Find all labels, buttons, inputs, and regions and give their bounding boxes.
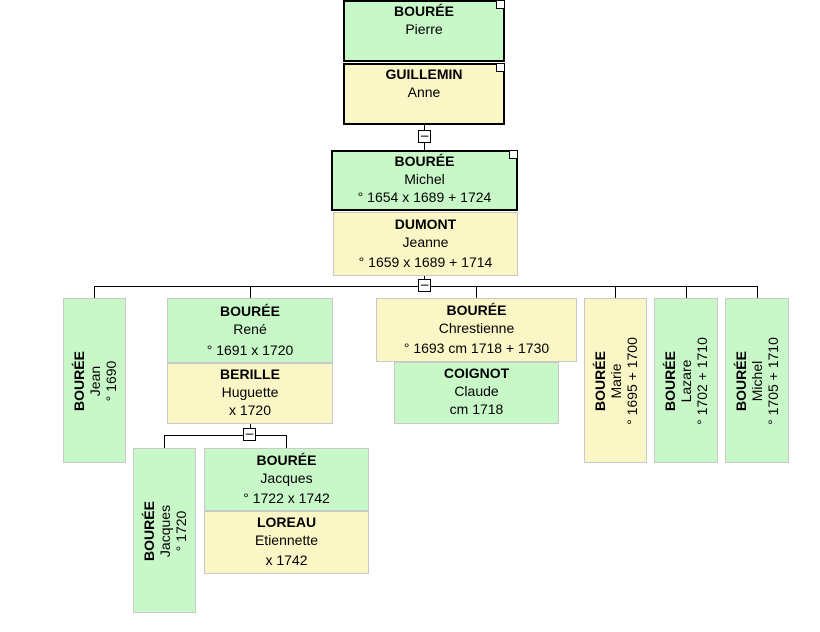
surname: BOURÉE [733,350,749,411]
given-name: Anne [407,84,441,100]
given-name: Chrestienne [438,320,515,336]
connector-line [250,286,251,298]
collapse-toggle-icon[interactable]: − [418,278,431,292]
person-box-rene-bouree[interactable]: BOURÉE René ° 1691 x 1720 [167,298,333,363]
person-box-lazare-bouree[interactable]: BOURÉE Lazare ° 1702 + 1710 [654,298,718,463]
person-box-chrestienne-bouree[interactable]: BOURÉE Chrestienne ° 1693 cm 1718 + 1730 [376,298,577,362]
life-dates: x 1742 [265,552,308,568]
given-name: Claude [454,383,499,399]
life-dates: ° 1691 x 1720 [206,342,294,358]
given-name: Jacques [260,470,313,486]
person-box-claude-coignot[interactable]: COIGNOT Claude cm 1718 [394,362,559,424]
given-name: Jacques [156,504,173,557]
connector-line [686,286,687,298]
connector-line [615,286,616,298]
given-name: Jeanne [402,234,449,250]
person-box-etiennette-loreau[interactable]: LOREAU Etiennette x 1742 [204,511,369,574]
person-box-huguette-berille[interactable]: BERILLE Huguette x 1720 [167,363,333,424]
given-name: René [233,321,267,337]
given-name: Michel [404,171,445,187]
surname: BOURÉE [394,153,455,169]
life-dates: ° 1693 cm 1718 + 1730 [403,340,550,356]
person-box-jean-bouree[interactable]: BOURÉE Jean ° 1690 [63,298,126,463]
life-dates: x 1720 [228,402,272,418]
connector-line [476,286,477,298]
surname: LOREAU [256,514,317,530]
surname: BOURÉE [446,302,507,318]
connector-line [286,435,287,448]
given-name: Huguette [221,384,279,400]
surname: BOURÉE [394,3,454,19]
person-box-anne-guillemin[interactable]: GUILLEMIN Anne [343,63,505,125]
connector-line [94,286,95,298]
connector-line [757,286,758,298]
person-box-michel-bouree[interactable]: BOURÉE Michel ° 1654 x 1689 + 1724 [331,150,518,211]
life-dates: cm 1718 [449,401,504,417]
person-box-jacques-bouree-1722[interactable]: BOURÉE Jacques ° 1722 x 1742 [204,448,369,511]
surname: BOURÉE [220,303,280,319]
surname: BERILLE [220,366,280,382]
life-dates: ° 1705 + 1710 [765,336,781,425]
life-dates: ° 1695 + 1700 [623,336,640,425]
surname: BOURÉE [591,350,608,411]
corner-marker-icon [496,64,504,72]
person-box-jacques-bouree-1720[interactable]: BOURÉE Jacques ° 1720 [133,448,196,613]
surname: BOURÉE [70,350,87,411]
given-name: Marie [607,362,624,399]
person-box-pierre-bouree[interactable]: BOURÉE Pierre [343,0,505,62]
life-dates: ° 1659 x 1689 + 1714 [358,254,493,270]
life-dates: ° 1720 [172,510,189,551]
children-bar-line [164,435,286,436]
person-box-michel-bouree-1705[interactable]: BOURÉE Michel ° 1705 + 1710 [725,298,789,463]
given-name: Michel [749,360,765,401]
collapse-toggle-icon[interactable]: − [243,427,256,441]
given-name: Jean [86,365,103,396]
surname: BOURÉE [256,452,317,468]
connector-line [164,435,165,448]
corner-marker-icon [496,1,504,9]
life-dates: ° 1690 [102,360,119,401]
surname: BOURÉE [140,500,157,561]
corner-marker-icon [509,151,517,159]
given-name: Lazare [678,359,694,402]
surname: DUMONT [394,216,457,232]
person-box-marie-bouree[interactable]: BOURÉE Marie ° 1695 + 1700 [584,298,647,463]
given-name: Pierre [405,21,443,37]
life-dates: ° 1702 + 1710 [694,336,710,425]
given-name: Etiennette [254,532,319,548]
person-box-jeanne-dumont[interactable]: DUMONT Jeanne ° 1659 x 1689 + 1714 [333,212,518,276]
surname: GUILLEMIN [385,66,463,82]
collapse-toggle-icon[interactable]: − [418,129,431,143]
surname: COIGNOT [443,365,510,381]
surname: BOURÉE [662,350,678,411]
life-dates: ° 1722 x 1742 [243,490,330,506]
life-dates: ° 1654 x 1689 + 1724 [357,189,492,205]
